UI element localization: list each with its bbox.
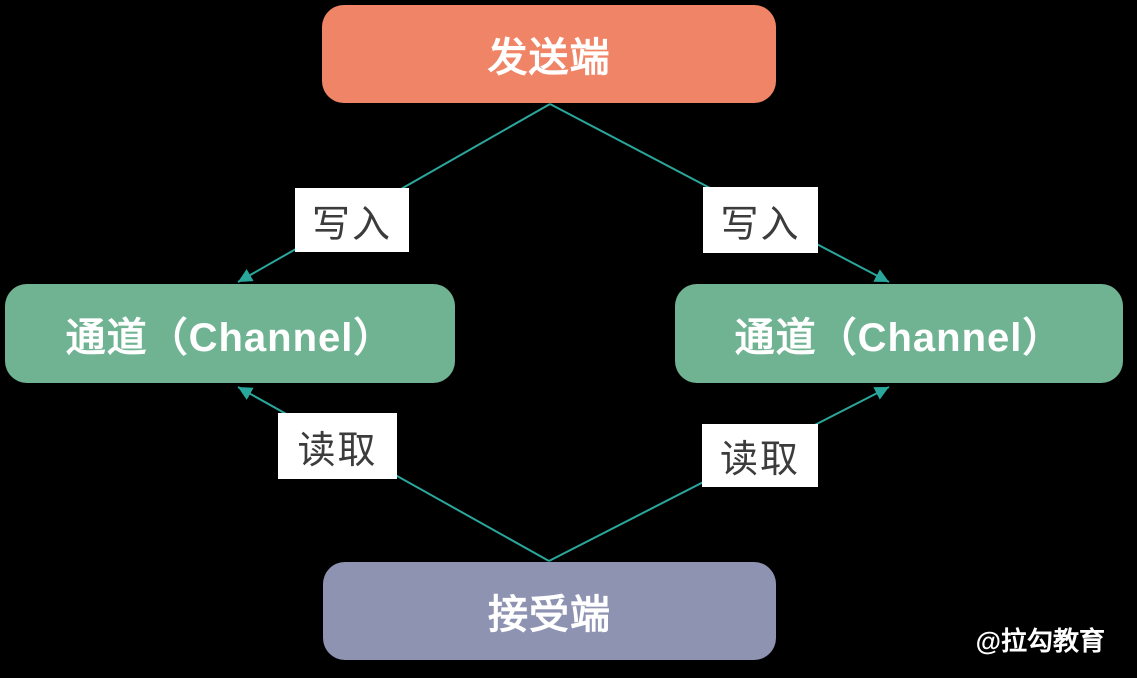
edge-label-write-right: 写入 — [703, 187, 818, 253]
receiver-node-label: 接受端 — [488, 593, 611, 637]
edge-label-write-right-text: 写入 — [720, 203, 801, 246]
edge-label-write-left: 写入 — [295, 188, 409, 252]
receiver-node: 接受端 — [323, 562, 776, 660]
edge-label-read-left: 读取 — [278, 413, 397, 479]
channel-left-node: 通道（Channel） — [5, 284, 455, 383]
sender-node-label: 发送端 — [487, 36, 611, 80]
edge-label-write-left-text: 写入 — [311, 203, 392, 246]
edge-label-read-right: 读取 — [702, 424, 818, 487]
edge-label-read-right-text: 读取 — [719, 439, 800, 481]
watermark: @拉勾教育 — [975, 626, 1105, 656]
edge-label-read-left-text: 读取 — [297, 429, 378, 472]
sender-node: 发送端 — [322, 5, 776, 103]
channel-left-node-label: 通道（Channel） — [65, 315, 395, 360]
channel-right-node: 通道（Channel） — [675, 284, 1123, 383]
channel-right-node-label: 通道（Channel） — [734, 315, 1064, 360]
